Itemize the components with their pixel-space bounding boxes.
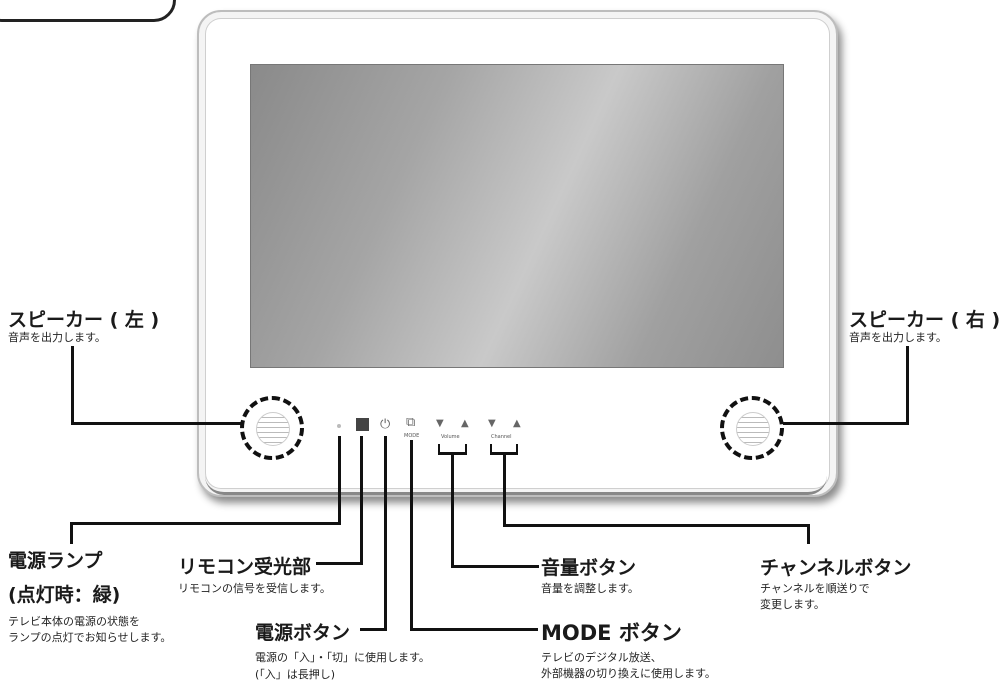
- leader-mode-button-h: [410, 628, 538, 631]
- leader-speaker-left: [71, 346, 74, 425]
- channel-button-desc-2: 変更します。: [760, 598, 825, 611]
- speaker-left-desc: 音声を出力します。: [8, 331, 106, 344]
- leader-channel-v: [807, 524, 810, 544]
- leader-speaker-left-h: [71, 422, 241, 425]
- power-lamp-desc: テレビ本体の電源の状態を: [8, 615, 140, 628]
- leader-remote: [360, 436, 363, 565]
- mode-panel-label: MODE: [404, 433, 420, 439]
- channel-up-button[interactable]: ▲: [513, 418, 521, 429]
- header-tab: [0, 0, 176, 22]
- mode-icon[interactable]: ⧉: [406, 415, 416, 430]
- speaker-left-icon: [240, 396, 304, 460]
- leader-power-lamp-h: [70, 522, 341, 525]
- tv-screen: [250, 64, 784, 368]
- channel-button-desc: チャンネルを順送りで: [760, 582, 870, 595]
- channel-down-button[interactable]: ▼: [488, 418, 496, 429]
- channel-bracket-right: [516, 444, 518, 454]
- power-lamp-dot: [337, 424, 341, 428]
- leader-speaker-right-h: [783, 422, 909, 425]
- leader-volume-h: [451, 565, 539, 568]
- power-lamp-desc-2: ランプの点灯でお知らせします。: [8, 631, 172, 644]
- mode-button-desc: テレビのデジタル放送、: [541, 651, 662, 664]
- volume-bracket-left: [438, 444, 440, 454]
- leader-volume: [451, 452, 454, 568]
- leader-channel: [503, 452, 506, 527]
- power-icon[interactable]: ⏻: [380, 417, 391, 432]
- channel-bracket-left: [490, 444, 492, 454]
- mode-button-desc-2: 外部機器の切り換えに使用します。: [541, 667, 716, 680]
- speaker-left-title: スピーカー ( 左 ): [8, 309, 160, 331]
- tv-bottom-edge: [205, 476, 827, 495]
- channel-panel-label: Channel: [491, 434, 512, 440]
- leader-remote-h: [316, 562, 363, 565]
- power-button-desc-2: (「入」は長押し): [255, 668, 336, 681]
- speaker-right-icon: [720, 396, 784, 460]
- volume-panel-label: Volume: [441, 434, 460, 440]
- speaker-right-title: スピーカー ( 右 ): [849, 309, 1001, 331]
- leader-power-button: [384, 436, 387, 631]
- power-lamp-title: 電源ランプ: [8, 550, 103, 572]
- leader-power-lamp-v: [70, 522, 73, 544]
- power-lamp-title-sub: (点灯時：緑): [8, 584, 121, 606]
- speaker-right-desc: 音声を出力します。: [849, 331, 947, 344]
- volume-bracket-right: [465, 444, 467, 454]
- remote-receiver-title: リモコン受光部: [178, 556, 312, 578]
- leader-power-button-h: [360, 628, 387, 631]
- power-button-title: 電源ボタン: [255, 622, 351, 644]
- power-button-desc: 電源の「入」・「切」に使用します。: [255, 651, 430, 664]
- leader-channel-h: [503, 524, 810, 527]
- volume-button-title: 音量ボタン: [541, 557, 637, 579]
- leader-speaker-right: [906, 346, 909, 425]
- channel-button-title: チャンネルボタン: [760, 557, 912, 579]
- remote-receiver-window: [356, 418, 369, 431]
- volume-button-desc: 音量を調整します。: [541, 582, 639, 595]
- leader-power-lamp: [338, 436, 341, 525]
- remote-receiver-desc: リモコンの信号を受信します。: [178, 582, 331, 595]
- mode-button-title: MODE ボタン: [541, 621, 682, 645]
- leader-mode-button: [410, 440, 413, 631]
- volume-up-button[interactable]: ▲: [461, 418, 469, 429]
- volume-down-button[interactable]: ▼: [436, 418, 444, 429]
